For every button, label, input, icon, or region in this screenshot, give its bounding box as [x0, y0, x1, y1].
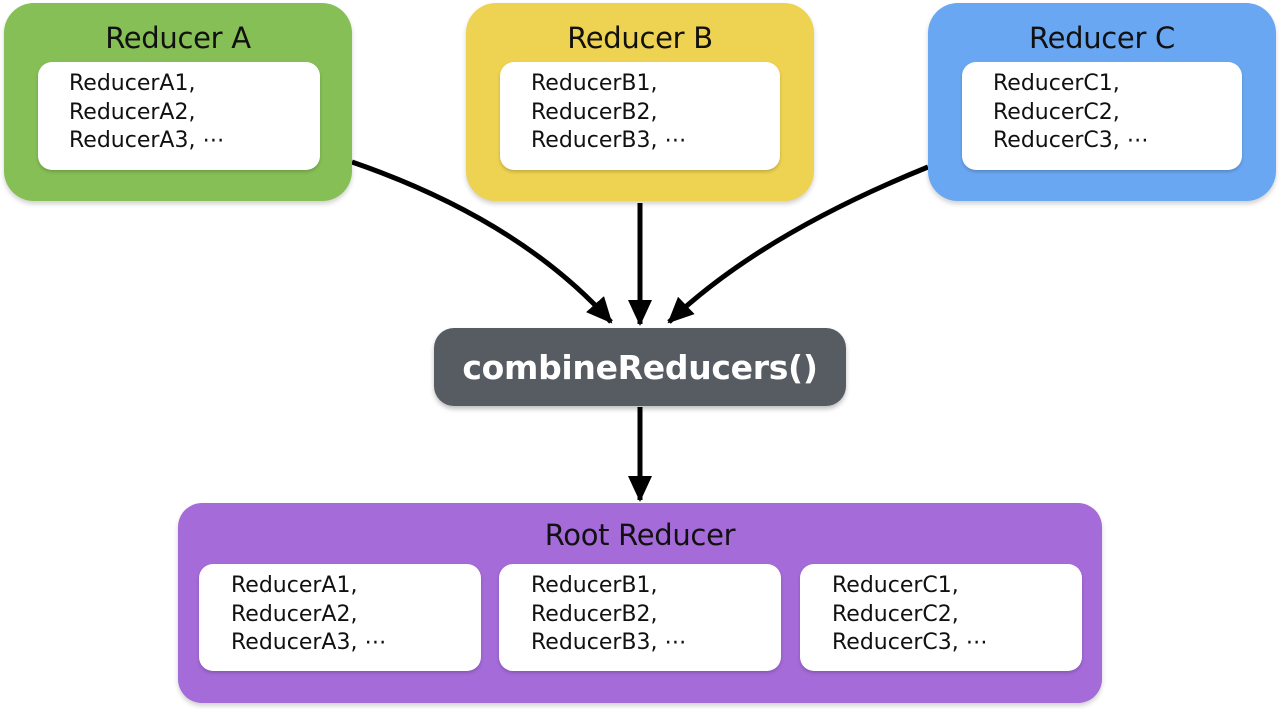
reducer-a-box: Reducer A ReducerA1, ReducerA2, ReducerA… — [4, 3, 352, 201]
root-group-b: ReducerB1, ReducerB2, ReducerB3, ⋯ — [499, 564, 781, 671]
list-item: ReducerC1, — [993, 71, 1120, 96]
arrow-c-to-combine — [667, 164, 929, 324]
arrow-a-to-combine — [351, 159, 613, 324]
list-item: ReducerA1, — [69, 71, 196, 96]
combine-reducers-node: combineReducers() — [434, 328, 846, 406]
reducer-b-title: Reducer B — [567, 21, 713, 55]
list-item: ReducerB3, ⋯ — [531, 128, 687, 153]
root-reducer-title: Root Reducer — [544, 518, 736, 552]
reducer-c-title: Reducer C — [1029, 21, 1175, 55]
root-group-a: ReducerA1, ReducerA2, ReducerA3, ⋯ — [199, 564, 481, 671]
reducer-c-box: Reducer C ReducerC1, ReducerC2, ReducerC… — [928, 3, 1276, 201]
list-item: ReducerC2, — [993, 99, 1120, 125]
reducer-b-list: ReducerB1, ReducerB2, ReducerB3, ⋯ — [500, 62, 780, 170]
list-item: ReducerA3, ⋯ — [69, 128, 225, 153]
list-item: ReducerB2, — [531, 99, 658, 125]
list-item: ReducerB1, — [531, 573, 658, 598]
list-item: ReducerC1, — [832, 573, 959, 598]
reducer-b-box: Reducer B ReducerB1, ReducerB2, ReducerB… — [466, 3, 814, 201]
reducer-c-list: ReducerC1, ReducerC2, ReducerC3, ⋯ — [962, 62, 1242, 170]
list-item: ReducerB1, — [531, 71, 658, 96]
list-item: ReducerB3, ⋯ — [531, 630, 687, 655]
reducer-a-title: Reducer A — [105, 21, 251, 55]
list-item: ReducerA1, — [231, 573, 358, 598]
root-group-c: ReducerC1, ReducerC2, ReducerC3, ⋯ — [800, 564, 1082, 671]
list-item: ReducerC3, ⋯ — [832, 630, 988, 655]
reducer-a-list: ReducerA1, ReducerA2, ReducerA3, ⋯ — [38, 62, 320, 170]
list-item: ReducerA3, ⋯ — [231, 630, 387, 655]
list-item: ReducerA2, — [231, 601, 358, 627]
list-item: ReducerC3, ⋯ — [993, 128, 1149, 153]
root-reducer-box: Root Reducer ReducerA1, ReducerA2, Reduc… — [178, 503, 1102, 703]
list-item: ReducerA2, — [69, 99, 196, 125]
list-item: ReducerC2, — [832, 601, 959, 627]
list-item: ReducerB2, — [531, 601, 658, 627]
